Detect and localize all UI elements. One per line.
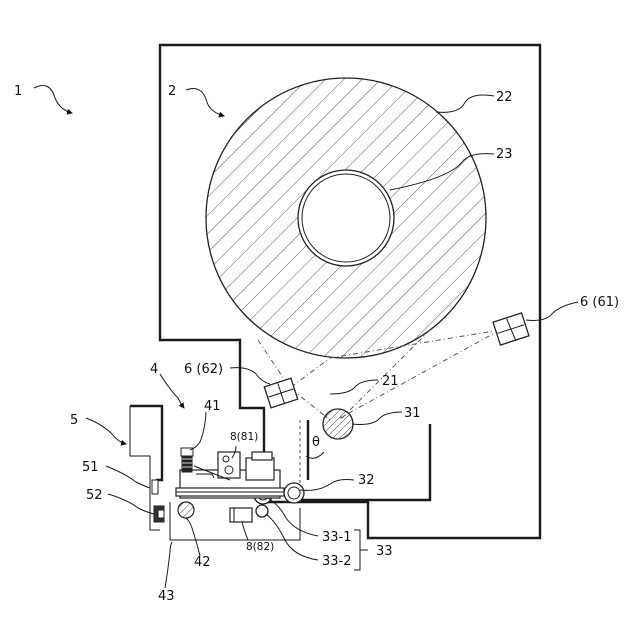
label-51: 51 bbox=[82, 460, 99, 475]
platen-roller-42 bbox=[178, 502, 194, 518]
label-5: 5 bbox=[70, 413, 78, 428]
sensor-82 bbox=[230, 508, 252, 522]
label-23: 23 bbox=[496, 147, 513, 162]
label-42: 42 bbox=[194, 555, 211, 570]
roller-31 bbox=[323, 409, 353, 439]
print-head-assembly bbox=[176, 448, 284, 498]
label-41: 41 bbox=[204, 399, 221, 414]
label-4: 4 bbox=[150, 362, 158, 377]
label-1: 1 bbox=[14, 84, 22, 99]
label-2: 2 bbox=[168, 84, 176, 99]
label-8-81: 8(81) bbox=[230, 431, 258, 443]
paper-roll bbox=[206, 78, 486, 358]
label-32: 32 bbox=[358, 473, 375, 488]
label-6-62: 6 (62) bbox=[184, 362, 223, 377]
sensor-61 bbox=[493, 313, 529, 345]
label-43: 43 bbox=[158, 589, 175, 604]
sensor-62 bbox=[264, 378, 297, 408]
label-22: 22 bbox=[496, 90, 513, 105]
label-6-61: 6 (61) bbox=[580, 295, 619, 310]
label-33-2: 33-2 bbox=[322, 554, 352, 569]
label-8-82: 8(82) bbox=[246, 541, 274, 553]
label-33: 33 bbox=[376, 544, 393, 559]
label-33-1: 33-1 bbox=[322, 530, 352, 545]
printer-frame bbox=[300, 420, 430, 500]
roller-32 bbox=[284, 483, 304, 503]
label-31: 31 bbox=[404, 406, 421, 421]
label-52: 52 bbox=[86, 488, 103, 503]
label-21: 21 bbox=[382, 374, 399, 389]
label-theta: θ bbox=[312, 435, 320, 450]
roller-33-2 bbox=[256, 505, 268, 517]
